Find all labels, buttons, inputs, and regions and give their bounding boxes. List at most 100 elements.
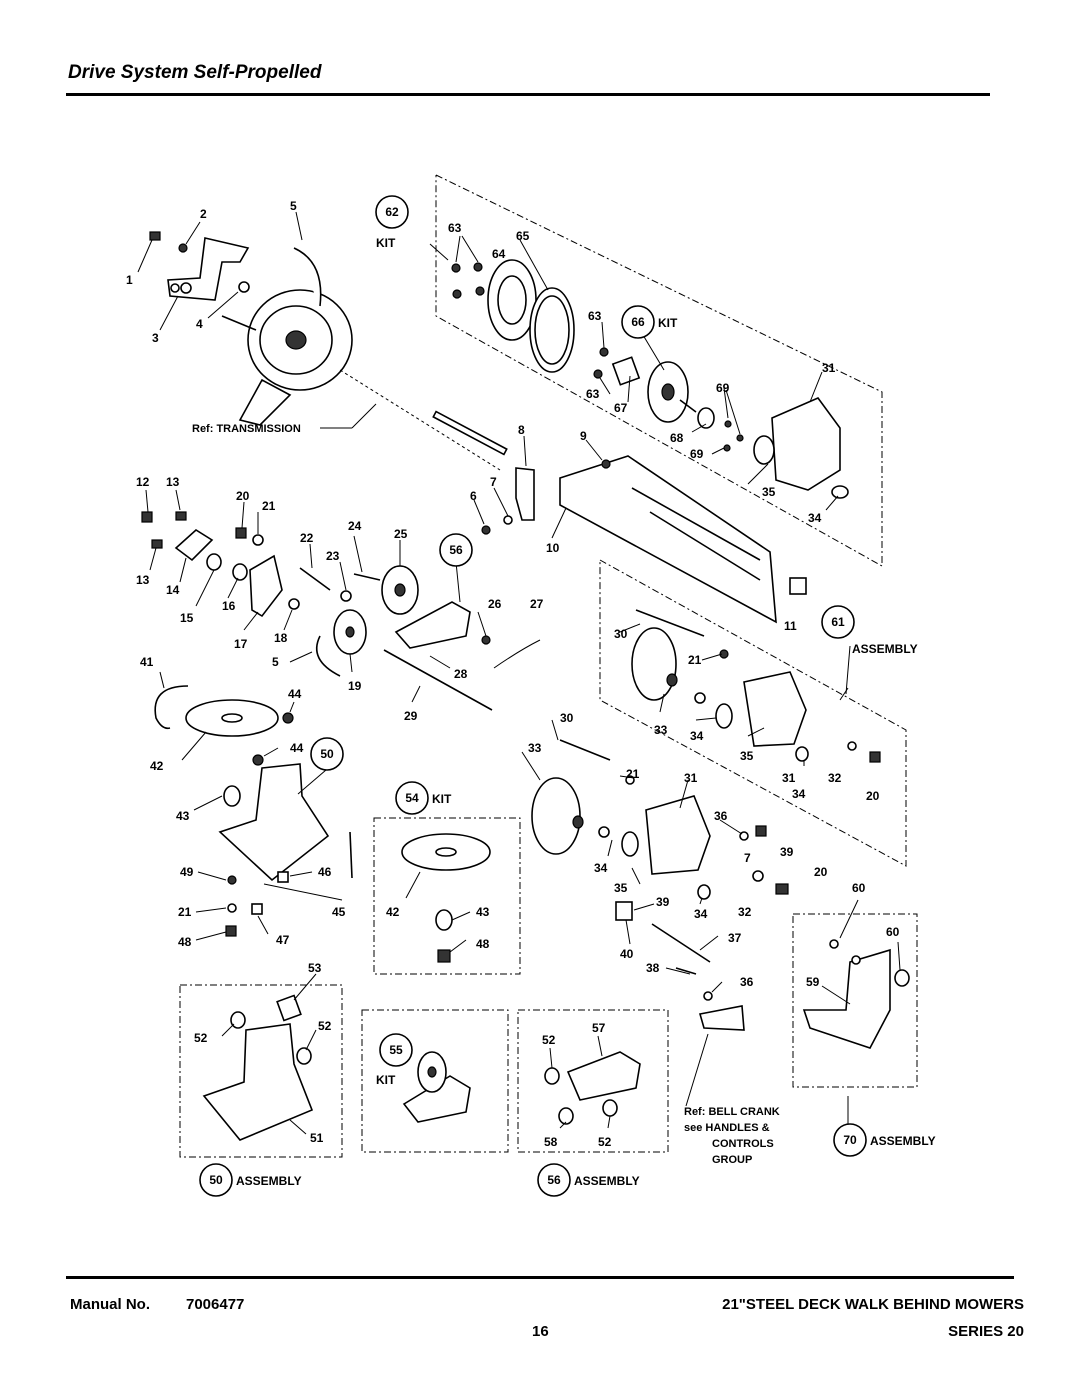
svg-text:36: 36 xyxy=(714,809,728,823)
svg-text:64: 64 xyxy=(492,247,506,261)
label-ref-bell-crank: Ref: BELL CRANK xyxy=(684,1106,780,1118)
svg-text:17: 17 xyxy=(234,637,248,651)
bracket-56 xyxy=(394,601,541,669)
series-label: SERIES 20 xyxy=(948,1323,1024,1340)
svg-text:20: 20 xyxy=(866,789,880,803)
drive-disc-30-33 xyxy=(631,609,881,763)
svg-text:51: 51 xyxy=(310,1131,324,1145)
bracket-assembly-70 xyxy=(802,939,910,1049)
svg-text:38: 38 xyxy=(646,961,660,975)
svg-text:4: 4 xyxy=(196,317,203,331)
svg-text:67: 67 xyxy=(614,401,628,415)
svg-text:2: 2 xyxy=(200,207,207,221)
svg-text:28: 28 xyxy=(454,667,468,681)
disc-42 xyxy=(185,699,279,737)
svg-text:29: 29 xyxy=(404,709,418,723)
svg-text:32: 32 xyxy=(828,771,842,785)
bracket-51-assembly xyxy=(202,994,314,1141)
assembly-56-outline xyxy=(517,1009,669,1153)
svg-text:7: 7 xyxy=(744,851,751,865)
wheel-hub-66-67-68 xyxy=(593,347,715,429)
svg-text:53: 53 xyxy=(308,961,322,975)
label-assembly-70: ASSEMBLY xyxy=(870,1134,936,1148)
svg-text:50: 50 xyxy=(320,747,334,761)
svg-text:21: 21 xyxy=(262,499,276,513)
svg-text:3: 3 xyxy=(152,331,159,345)
label-assembly-56: ASSEMBLY xyxy=(574,1174,640,1188)
svg-text:50: 50 xyxy=(209,1173,223,1187)
label-assembly-61: ASSEMBLY xyxy=(852,642,918,656)
housing-10 xyxy=(559,455,807,624)
bracket-assembly-50 xyxy=(218,712,353,937)
label-ref-transmission: Ref: TRANSMISSION xyxy=(192,423,301,435)
svg-text:56: 56 xyxy=(547,1173,561,1187)
svg-text:33: 33 xyxy=(654,723,668,737)
title-rule xyxy=(66,93,990,96)
svg-text:58: 58 xyxy=(544,1135,558,1149)
part-number-labels: 1 2 3 4 5 63 64 65 63 63 67 68 69 69 31 … xyxy=(126,199,900,1149)
svg-text:35: 35 xyxy=(740,749,754,763)
svg-text:59: 59 xyxy=(806,975,820,989)
svg-text:34: 34 xyxy=(594,861,608,875)
svg-text:52: 52 xyxy=(194,1031,208,1045)
svg-text:22: 22 xyxy=(300,531,314,545)
svg-text:21: 21 xyxy=(688,653,702,667)
svg-text:16: 16 xyxy=(222,599,236,613)
callout-56: 56 xyxy=(439,533,473,567)
manual-label: Manual No. xyxy=(70,1296,151,1313)
hardware-1-2-3-4 xyxy=(149,231,250,294)
assembly-61-outline xyxy=(599,559,907,867)
svg-text:39: 39 xyxy=(780,845,794,859)
product-name: 21"STEEL DECK WALK BEHIND MOWERS xyxy=(722,1296,1024,1313)
callout-56-assembly: 56 xyxy=(537,1163,571,1197)
svg-text:31: 31 xyxy=(684,771,698,785)
svg-text:30: 30 xyxy=(614,627,628,641)
svg-text:70: 70 xyxy=(843,1133,857,1147)
pulley-plate-64-65 xyxy=(451,259,575,373)
svg-text:32: 32 xyxy=(738,905,752,919)
bell-crank-37-40 xyxy=(615,901,745,1031)
svg-text:42: 42 xyxy=(150,759,164,773)
svg-text:19: 19 xyxy=(348,679,362,693)
callout-66: 66 xyxy=(621,305,655,339)
svg-text:20: 20 xyxy=(236,489,250,503)
svg-text:40: 40 xyxy=(620,947,634,961)
svg-text:34: 34 xyxy=(690,729,704,743)
svg-text:68: 68 xyxy=(670,431,684,445)
clip-5 xyxy=(293,247,322,307)
label-assembly-50: ASSEMBLY xyxy=(236,1174,302,1188)
svg-text:31: 31 xyxy=(782,771,796,785)
pivot-17-bracket xyxy=(235,527,283,618)
bearing-bracket-31 xyxy=(723,397,849,499)
svg-text:69: 69 xyxy=(690,447,704,461)
svg-text:56: 56 xyxy=(449,543,463,557)
bracket-assembly-56 xyxy=(544,1051,641,1125)
svg-text:43: 43 xyxy=(176,809,190,823)
svg-text:60: 60 xyxy=(852,881,866,895)
svg-text:44: 44 xyxy=(290,741,304,755)
callout-50-assembly: 50 xyxy=(199,1163,233,1197)
svg-text:52: 52 xyxy=(542,1033,556,1047)
kit-54-outline xyxy=(373,817,521,975)
idler-pulleys-19-25 xyxy=(288,565,419,655)
svg-text:60: 60 xyxy=(886,925,900,939)
svg-text:39: 39 xyxy=(656,895,670,909)
cable-41 xyxy=(154,685,189,730)
svg-text:24: 24 xyxy=(348,519,362,533)
svg-text:48: 48 xyxy=(178,935,192,949)
svg-text:13: 13 xyxy=(136,573,150,587)
svg-text:69: 69 xyxy=(716,381,730,395)
svg-text:1: 1 xyxy=(126,273,133,287)
svg-text:61: 61 xyxy=(831,615,845,629)
bracket-kit-55 xyxy=(402,1051,471,1123)
svg-text:52: 52 xyxy=(598,1135,612,1149)
label-controls: CONTROLS xyxy=(712,1138,774,1150)
svg-text:54: 54 xyxy=(405,791,419,805)
label-kit-62: KIT xyxy=(376,236,396,250)
svg-text:21: 21 xyxy=(178,905,192,919)
svg-text:52: 52 xyxy=(318,1019,332,1033)
page-title: Drive System Self-Propelled xyxy=(68,62,322,83)
svg-text:33: 33 xyxy=(528,741,542,755)
transmission xyxy=(221,289,508,471)
